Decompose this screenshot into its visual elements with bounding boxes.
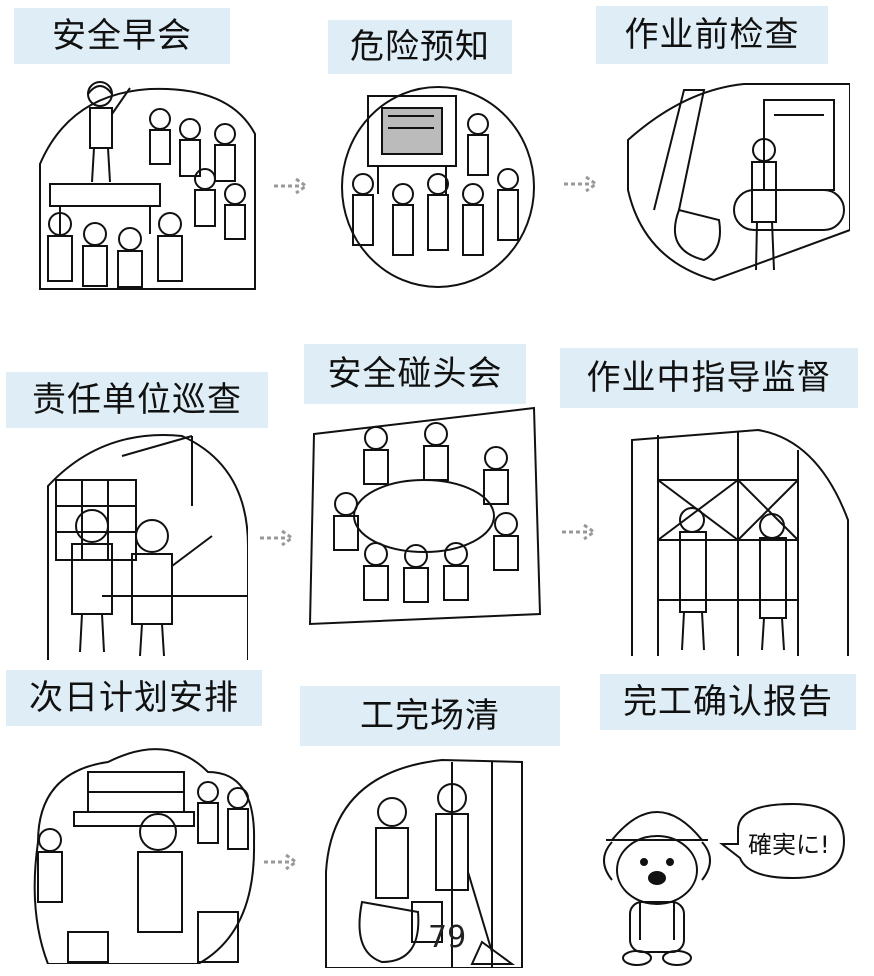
step-label-4: 责任单位巡查 (6, 372, 268, 428)
illustration-safety-huddle (306, 404, 542, 626)
arrow-4-to-5-icon (260, 529, 295, 547)
step-label-2: 危险预知 (328, 20, 512, 74)
arrow-5-to-6-icon (562, 523, 597, 541)
illustration-morning-meeting (30, 74, 260, 294)
illustration-hazard-prediction (338, 84, 538, 290)
illustration-next-day-planning (28, 732, 256, 964)
arrow-1-to-2-icon (274, 177, 309, 195)
step-label-7: 次日计划安排 (6, 670, 262, 726)
step-label-8: 工完场清 (300, 686, 560, 746)
step-label-1: 安全早会 (14, 8, 230, 64)
arrow-7-to-8-icon (264, 853, 299, 871)
arrow-2-to-3-icon (564, 175, 599, 193)
speech-bubble-text: 確実に! (748, 831, 830, 859)
illustration-site-cleanup (322, 752, 528, 968)
step-label-6: 作业中指导监督 (560, 348, 858, 408)
illustration-completion-mascot (592, 790, 722, 966)
speech-bubble (718, 800, 848, 882)
illustration-pre-work-inspection (624, 70, 850, 286)
step-label-5: 安全碰头会 (304, 344, 526, 404)
page-number: 79 (428, 920, 467, 955)
illustration-work-supervision (628, 420, 854, 656)
step-label-3: 作业前检查 (596, 6, 828, 64)
step-label-9: 完工确认报告 (600, 674, 856, 730)
illustration-unit-patrol (42, 426, 248, 660)
